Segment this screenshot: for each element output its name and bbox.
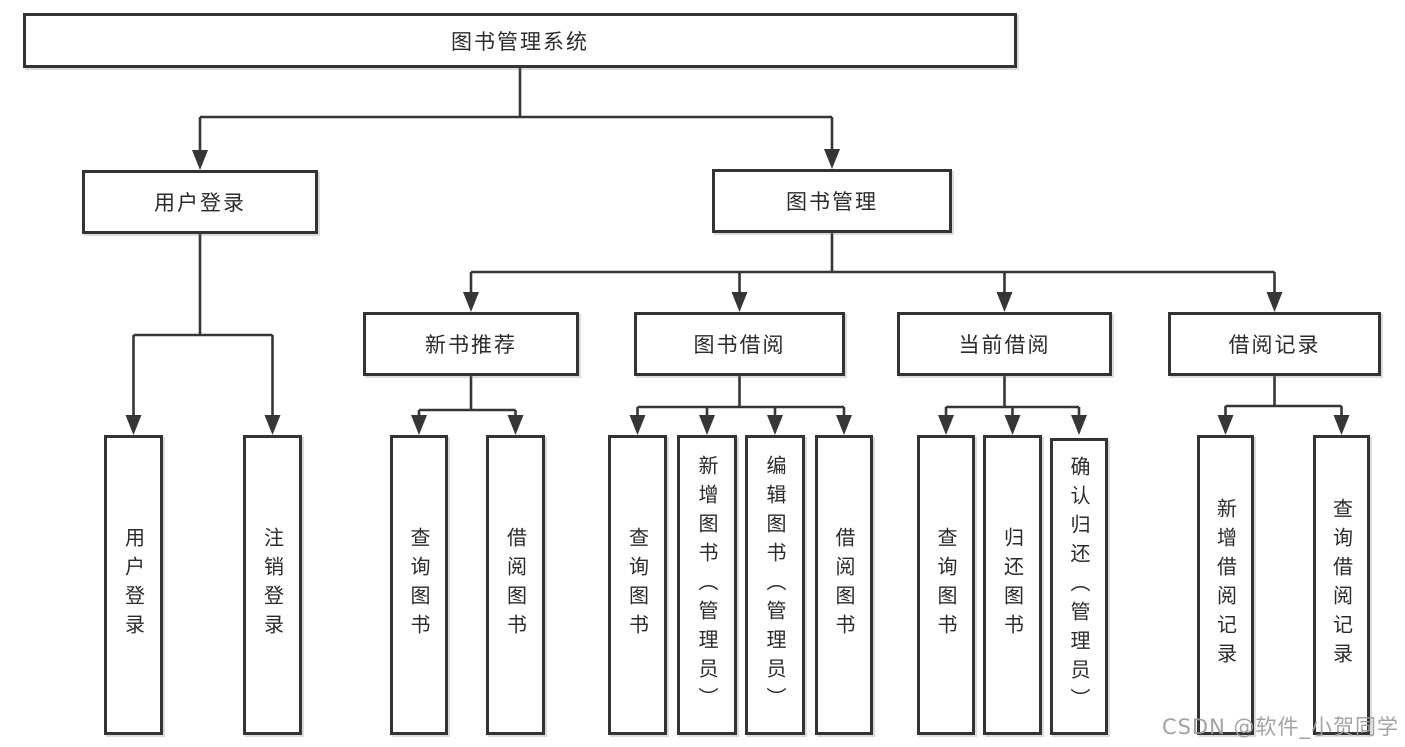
arrowhead — [1004, 415, 1021, 435]
node-book-borrow-label: 图书借阅 — [693, 333, 786, 357]
leaf-query-borrow-record: 查询借阅记录 — [1313, 435, 1370, 735]
leaf-return-books: 归还图书 — [983, 435, 1042, 735]
arrowhead — [767, 415, 783, 435]
arrowhead — [411, 415, 427, 435]
node-new-book-recommend-label: 新书推荐 — [425, 333, 517, 357]
node-user-login: 用户登录 — [82, 170, 318, 234]
node-root: 图书管理系统 — [23, 13, 1017, 68]
arrowheads — [125, 149, 1350, 435]
leaf-add-borrow-record-label: 新增借阅记录 — [1213, 498, 1238, 672]
arrowhead — [836, 415, 852, 435]
leaf-confirm-return-admin-label: 确认归还（管理员） — [1067, 456, 1091, 717]
leaf-confirm-return-admin: 确认归还（管理员） — [1050, 438, 1108, 735]
leaf-borrow-books-label: 借阅图书 — [832, 527, 856, 643]
leaf-user-login: 用户登录 — [104, 435, 163, 735]
arrowhead — [699, 415, 715, 435]
leaf-query-books-borrow: 查询图书 — [608, 435, 667, 735]
connector-current-borrow-branch — [944, 376, 1081, 421]
leaf-add-books-admin: 新增图书（管理员） — [677, 435, 737, 735]
arrowhead — [192, 150, 208, 170]
node-current-borrow: 当前借阅 — [897, 312, 1112, 376]
leaf-edit-books-admin-label: 编辑图书（管理员） — [763, 454, 787, 716]
leaf-query-books-recommend: 查询图书 — [390, 435, 448, 735]
connector-borrow-records-branch — [1224, 376, 1343, 421]
arrowhead — [125, 415, 142, 435]
arrowhead — [824, 149, 840, 169]
connector-book-management-branch — [469, 233, 1276, 298]
connector-user-login-branch — [132, 234, 274, 421]
arrowhead — [264, 415, 281, 435]
leaf-logout: 注销登录 — [243, 435, 302, 735]
leaf-query-books-current-label: 查询图书 — [934, 527, 958, 643]
node-root-label: 图书管理系统 — [451, 29, 589, 54]
leaf-logout-label: 注销登录 — [260, 527, 285, 643]
node-borrow-records-label: 借阅记录 — [1228, 333, 1321, 357]
arrowhead — [1217, 415, 1234, 435]
leaf-add-books-admin-label: 新增图书（管理员） — [695, 454, 719, 716]
arrowhead — [1333, 415, 1350, 435]
arrowhead — [731, 292, 748, 312]
connector-new-book-branch — [417, 376, 517, 421]
leaf-user-login-label: 用户登录 — [121, 527, 146, 643]
leaf-query-borrow-record-label: 查询借阅记录 — [1329, 498, 1354, 672]
node-borrow-records: 借阅记录 — [1168, 312, 1381, 376]
arrowhead — [1266, 292, 1283, 312]
leaf-add-borrow-record: 新增借阅记录 — [1197, 435, 1254, 735]
leaf-borrow-books-recommend: 借阅图书 — [486, 435, 545, 735]
arrowhead — [996, 292, 1013, 312]
node-book-management-label: 图书管理 — [786, 190, 878, 214]
connector-root-to-level2 — [198, 68, 834, 156]
csdn-watermark: CSDN @软件_小贺同学 — [1161, 715, 1399, 739]
node-new-book-recommend: 新书推荐 — [363, 312, 579, 376]
arrowhead — [507, 415, 524, 435]
leaf-borrow-books-recommend-label: 借阅图书 — [503, 527, 528, 643]
leaf-borrow-books: 借阅图书 — [815, 435, 873, 735]
node-current-borrow-label: 当前借阅 — [958, 333, 1051, 357]
arrowhead — [1071, 415, 1087, 435]
leaf-query-books-recommend-label: 查询图书 — [407, 527, 431, 643]
node-book-management: 图书管理 — [712, 169, 952, 233]
arrowhead — [629, 415, 646, 435]
arrowhead — [463, 292, 479, 312]
leaf-edit-books-admin: 编辑图书（管理员） — [745, 435, 805, 735]
leaf-query-books-borrow-label: 查询图书 — [625, 527, 650, 643]
connector-book-borrow-branch — [636, 376, 846, 421]
node-user-login-label: 用户登录 — [154, 191, 246, 215]
node-book-borrow: 图书借阅 — [634, 312, 845, 376]
leaf-return-books-label: 归还图书 — [1000, 527, 1025, 643]
leaf-query-books-current: 查询图书 — [917, 435, 975, 735]
arrowhead — [938, 415, 954, 435]
